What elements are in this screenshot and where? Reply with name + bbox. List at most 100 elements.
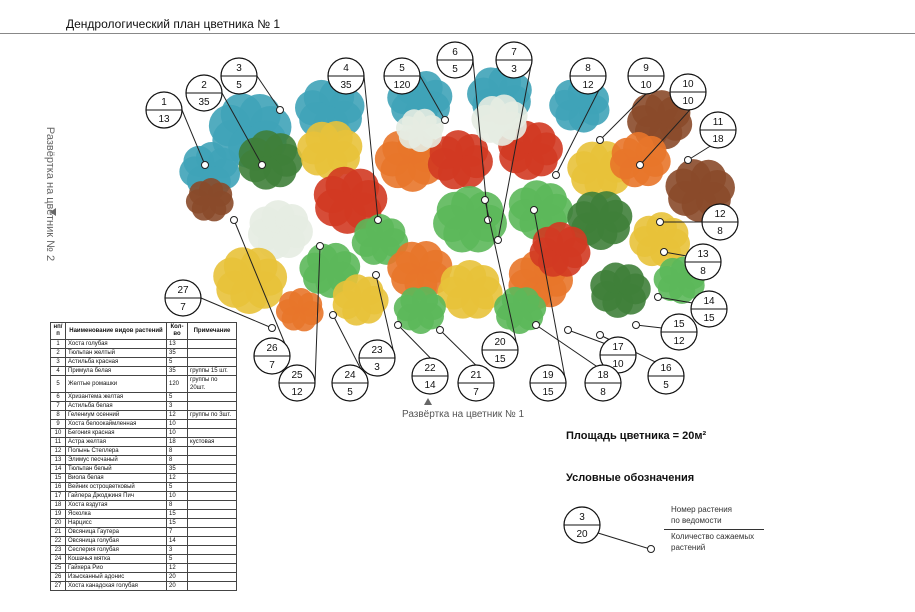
row-plant-name: Хоста вздутая xyxy=(65,500,167,510)
row-number: 8 xyxy=(50,410,66,420)
callout-target-dot xyxy=(656,218,664,226)
row-note xyxy=(187,357,237,367)
callout-plant-number: 21 xyxy=(470,370,482,381)
plant-clump xyxy=(501,286,529,314)
plant-masses xyxy=(179,65,735,334)
callout-plant-number: 27 xyxy=(177,285,189,296)
plant-clump xyxy=(301,142,335,176)
callout-plant-number: 3 xyxy=(236,63,242,74)
callout-leader-line xyxy=(375,274,396,359)
row-note xyxy=(187,473,237,483)
row-number: 1 xyxy=(50,339,66,349)
row-quantity: 10 xyxy=(166,491,188,501)
callout-plant-number: 10 xyxy=(682,79,694,90)
plant-clump xyxy=(202,197,227,222)
row-note xyxy=(187,348,237,358)
row-number: 22 xyxy=(50,536,66,546)
plant-schedule-table: нп/п Наименование видов растений Кол-во … xyxy=(50,322,237,591)
callout-leader-line xyxy=(497,59,533,241)
plant-callout-2[interactable]: 235 xyxy=(185,74,223,112)
row-note xyxy=(187,428,237,438)
callout-leader-line xyxy=(256,75,281,111)
row-note xyxy=(187,455,237,465)
plant-clump xyxy=(589,191,623,225)
callout-plant-number: 13 xyxy=(697,249,709,260)
row-quantity: 14 xyxy=(166,536,188,546)
plant-callout-3[interactable]: 35 xyxy=(220,57,258,95)
legend-count-caption-1: Количество сажаемых xyxy=(671,532,755,541)
legend-number-caption: Номер растения по ведомости xyxy=(671,504,732,526)
plant-callout-6[interactable]: 65 xyxy=(436,41,474,79)
row-note: кустовая xyxy=(187,437,237,447)
row-quantity: 5 xyxy=(166,554,188,564)
row-note: группы по 3шт. xyxy=(187,410,237,420)
plant-callout-26[interactable]: 267 xyxy=(253,337,291,375)
plant-callout-21[interactable]: 217 xyxy=(457,364,495,402)
orange-mass xyxy=(275,288,324,332)
callout-plant-count: 14 xyxy=(424,380,436,391)
col-header-quantity: Кол-во xyxy=(166,322,188,340)
row-number: 6 xyxy=(50,392,66,402)
callout-target-dot xyxy=(636,161,644,169)
row-quantity: 7 xyxy=(166,527,188,537)
foliage-mass xyxy=(590,262,651,318)
plant-callout-18[interactable]: 188 xyxy=(584,364,622,402)
green-mass xyxy=(433,186,507,253)
callout-target-dot xyxy=(372,271,380,279)
bottom-link-label[interactable]: Развёртка на цветник № 1 xyxy=(402,409,525,420)
plant-callout-8[interactable]: 812 xyxy=(569,57,607,95)
row-note: группы 15 шт. xyxy=(187,366,237,376)
row-number: 18 xyxy=(50,500,66,510)
callout-target-dot xyxy=(660,248,668,256)
plant-callout-16[interactable]: 165 xyxy=(647,357,685,395)
legend-rule xyxy=(664,529,764,530)
callout-target-dot xyxy=(596,331,604,339)
callout-plant-number: 26 xyxy=(266,343,278,354)
plant-clump xyxy=(436,191,475,230)
row-number: 20 xyxy=(50,518,66,528)
legend-sample-number: 3 xyxy=(579,512,585,523)
callout-plant-number: 4 xyxy=(343,63,349,74)
plant-callout-9[interactable]: 910 xyxy=(627,57,665,95)
orange-mass xyxy=(610,132,671,188)
callout-target-dot xyxy=(230,216,238,224)
callout-leader-line xyxy=(555,75,607,176)
plant-callout-23[interactable]: 233 xyxy=(358,339,396,377)
row-quantity: 3 xyxy=(166,545,188,555)
legend-number-caption-2: по ведомости xyxy=(671,516,722,525)
callout-target-dot xyxy=(481,196,489,204)
callout-plant-count: 18 xyxy=(712,134,724,145)
plant-clump xyxy=(544,222,576,253)
plant-clump xyxy=(332,290,362,320)
row-number: 11 xyxy=(50,437,66,447)
foliage-mass xyxy=(567,191,633,250)
plant-callout-1[interactable]: 113 xyxy=(145,91,183,129)
row-plant-name: Примула белая xyxy=(65,366,167,376)
plant-callout-24[interactable]: 245 xyxy=(331,364,369,402)
plant-callout-12[interactable]: 128 xyxy=(701,203,739,241)
callout-plant-number: 23 xyxy=(371,345,383,356)
plant-callout-4[interactable]: 435 xyxy=(327,57,365,95)
plant-callout-13[interactable]: 138 xyxy=(684,243,722,281)
callout-plant-number: 9 xyxy=(643,63,649,74)
plant-callout-27[interactable]: 277 xyxy=(164,279,202,317)
row-plant-name: Элимус песчаный xyxy=(65,455,167,465)
plant-callout-7[interactable]: 73 xyxy=(495,41,533,79)
